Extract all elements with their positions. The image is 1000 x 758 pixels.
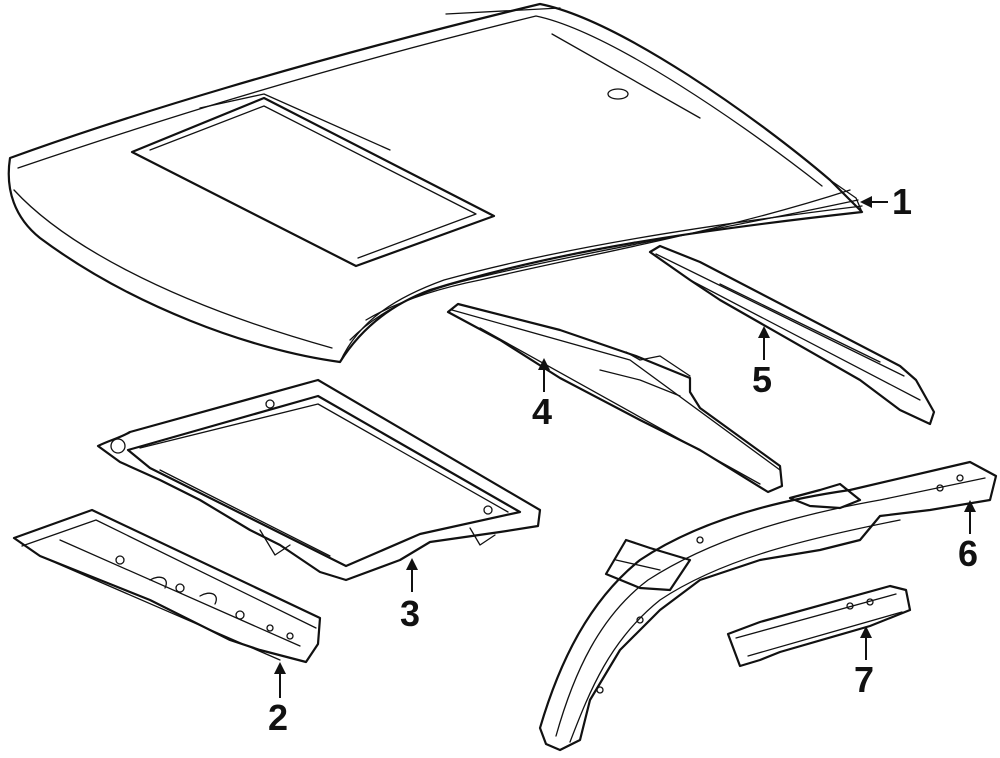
callout-1: 1: [892, 181, 912, 222]
arrowhead-5: [758, 326, 770, 338]
arrowhead-4: [538, 358, 550, 370]
arrowhead-3: [406, 558, 418, 570]
side-rail-reinforcement: [726, 584, 912, 668]
callout-6: 6: [958, 533, 978, 574]
arrowhead-1: [860, 196, 872, 208]
roof-side-rail: [538, 460, 998, 752]
center-roof-bow: [446, 302, 784, 494]
rear-roof-bow: [648, 244, 936, 426]
leader-arrows: [274, 196, 976, 698]
sunroof-reinforcement-frame: [96, 378, 542, 582]
callout-5: 5: [752, 359, 772, 400]
callout-3: 3: [400, 593, 420, 634]
callout-4: 4: [532, 391, 552, 432]
callout-labels: 1 2 3 4 5 6 7: [268, 181, 978, 738]
callout-2: 2: [268, 697, 288, 738]
roof-panel: [7, 2, 864, 364]
front-roof-rail: [12, 508, 322, 664]
arrowhead-6: [964, 500, 976, 512]
arrowhead-2: [274, 662, 286, 674]
callout-7: 7: [854, 659, 874, 700]
arrowhead-7: [860, 626, 872, 638]
